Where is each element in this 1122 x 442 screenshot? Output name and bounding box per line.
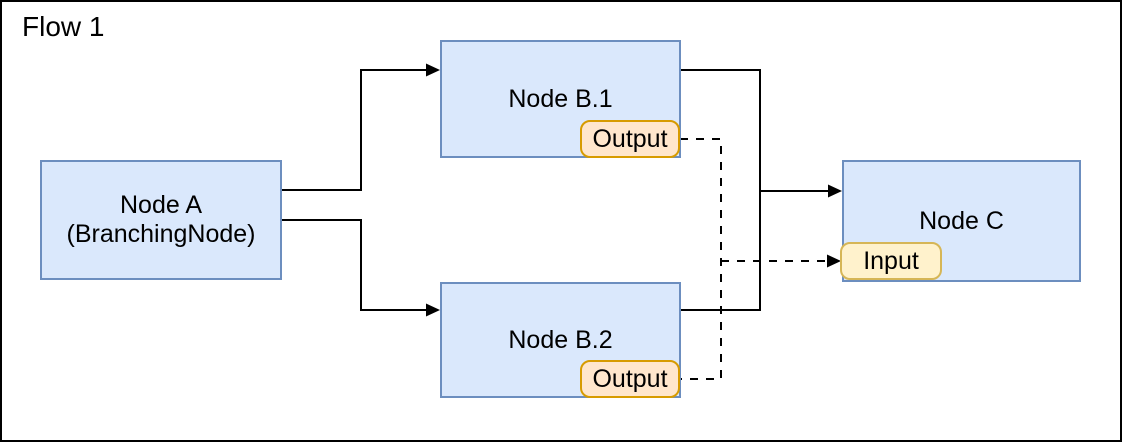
- node-b2-output-badge: Output: [580, 360, 680, 398]
- diagram-title: Flow 1: [22, 11, 105, 42]
- node-b1-output-label: Output: [592, 124, 668, 153]
- node-a-sublabel: (BranchingNode): [66, 220, 256, 248]
- node-a: Node A (BranchingNode): [40, 160, 282, 280]
- node-c: Node C Input: [840, 160, 1081, 282]
- edge-a-to-b1: [282, 69, 427, 191]
- node-a-label: Node A: [119, 191, 202, 219]
- edge-outputs-to-input: [680, 138, 828, 380]
- arrowhead-into-c: [828, 184, 842, 198]
- node-b2: Node B.2 Output: [440, 282, 681, 398]
- node-b2-label: Node B.2: [508, 325, 613, 354]
- arrowhead-into-b1: [426, 63, 440, 77]
- edge-b1-b2-to-c: [681, 69, 829, 311]
- arrowhead-into-b2: [426, 303, 440, 317]
- node-c-input-label: Input: [863, 246, 919, 275]
- node-c-label: Node C: [919, 206, 1004, 235]
- edge-a-to-b2: [282, 219, 427, 311]
- arrowhead-into-input: [827, 254, 841, 268]
- node-a-label-group: Node A (BranchingNode): [67, 191, 256, 249]
- node-b1-label: Node B.1: [508, 84, 613, 113]
- node-b2-output-label: Output: [592, 364, 668, 393]
- node-b1: Node B.1 Output: [440, 40, 681, 158]
- node-b1-output-badge: Output: [580, 120, 680, 158]
- node-c-input-badge: Input: [840, 242, 942, 280]
